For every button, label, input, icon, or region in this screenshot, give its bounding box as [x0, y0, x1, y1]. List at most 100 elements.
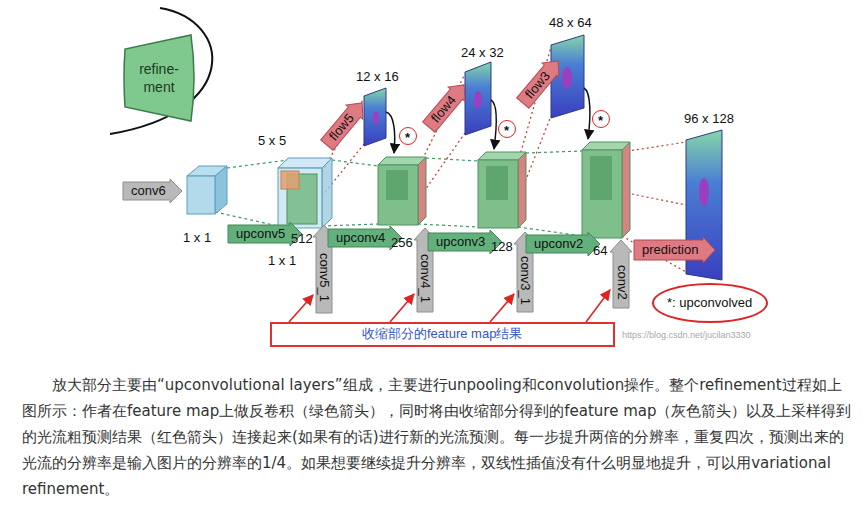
flow-image — [465, 62, 491, 135]
flow-blob — [373, 111, 379, 125]
legend-ellipse: *: upconvolved — [652, 283, 768, 323]
node-text: * — [504, 124, 509, 139]
arrow-body — [428, 230, 502, 254]
node-text: conv2 — [614, 265, 629, 300]
node-text: flow3 — [523, 69, 554, 102]
dashed-link — [418, 224, 478, 227]
cube-face — [582, 150, 622, 238]
arrow-body — [328, 226, 402, 250]
watermark: https://blog.csdn.net/jucilan3330 — [622, 330, 751, 340]
size-label: 1 x 1 — [183, 231, 211, 246]
arrow-body — [634, 237, 715, 263]
upconv-arrow: upconv2 — [526, 232, 600, 256]
cube-face — [187, 176, 215, 214]
node-text: refine- ment — [132, 61, 186, 96]
dashed-link — [526, 151, 582, 153]
arrow-body — [514, 54, 566, 110]
upconv-marker: * — [399, 127, 417, 145]
trapezoid-shape — [123, 33, 195, 123]
node-text: conv6 — [131, 184, 166, 199]
upconv-marker: * — [592, 110, 610, 128]
kernel-block — [386, 170, 408, 200]
node-text: * — [598, 114, 603, 129]
channel-label: 128 — [491, 240, 513, 255]
channel-label: 512 — [291, 232, 313, 247]
size-label: 48 x 64 — [549, 16, 592, 31]
arrow-body — [228, 222, 302, 246]
upconv-arrow: upconv4 — [328, 226, 402, 250]
node-text: * — [405, 131, 410, 146]
cube-face — [418, 157, 426, 225]
node-text: upconv3 — [436, 235, 485, 250]
size-label: 24 x 32 — [461, 46, 504, 61]
cube-face — [215, 166, 227, 214]
dashed-link — [215, 212, 278, 226]
prediction-arrow: prediction — [634, 237, 715, 263]
arrow-body — [420, 78, 472, 134]
enclosing-arc — [110, 8, 212, 134]
node-text: upconv4 — [336, 231, 385, 246]
upconv-arrow — [491, 100, 496, 149]
upconv-arrow: upconv5 — [228, 222, 302, 246]
kernel-block — [486, 166, 508, 200]
node-text: upconv2 — [534, 237, 583, 252]
refinement-block: refine- ment — [123, 33, 195, 123]
callout-arrow — [289, 295, 313, 322]
arrow-body — [123, 179, 182, 203]
body-paragraph: 放大部分主要由“upconvolutional layers”组成，主要进行un… — [22, 372, 852, 502]
node-text: conv3_1 — [517, 256, 532, 305]
feature-cube — [187, 166, 227, 214]
node-text: prediction — [642, 243, 698, 258]
callout-arrow — [586, 290, 610, 322]
flow-links — [322, 47, 686, 272]
dashed-link — [622, 192, 686, 205]
channel-label: 256 — [391, 236, 413, 251]
cube-face — [378, 165, 418, 225]
flow-blob — [474, 91, 482, 109]
arrow-body — [610, 240, 632, 308]
flow-blob — [699, 178, 709, 206]
skip-arrow: conv2 — [610, 240, 632, 308]
feature-cube — [582, 142, 630, 238]
feature-links — [215, 151, 582, 236]
dashed-link — [332, 160, 378, 166]
trapezoid-outline — [124, 35, 194, 121]
cube-face — [518, 152, 526, 228]
size-label: 1 x 1 — [268, 254, 296, 269]
node-text: flow5 — [327, 111, 358, 144]
flow-map — [364, 88, 386, 146]
flow-image — [364, 88, 386, 146]
size-label: 5 x 5 — [258, 134, 286, 149]
node-text: 收缩部分的feature map结果 — [362, 327, 522, 342]
dashed-link — [622, 142, 686, 152]
cube-face — [278, 168, 322, 228]
cube-face — [622, 142, 630, 238]
dashed-link — [322, 224, 378, 226]
arrow-body — [526, 232, 600, 256]
flow-arrow: flow5 — [318, 96, 370, 152]
dashed-link — [426, 158, 478, 161]
callout-box: 收缩部分的feature map结果 — [270, 322, 615, 347]
flow-blob — [562, 67, 572, 89]
feature-cube — [278, 158, 332, 228]
upconv-arrow — [584, 88, 590, 139]
flow-map — [465, 62, 491, 135]
node-text: *: upconvolved — [667, 296, 752, 311]
kernel-block — [281, 171, 299, 189]
node-text: flow4 — [429, 93, 460, 126]
callout-arrow — [490, 294, 514, 322]
flow-arrow: flow4 — [420, 78, 472, 134]
channel-label: 64 — [593, 244, 607, 259]
node-text: upconv5 — [236, 227, 285, 242]
cube-face — [322, 158, 332, 228]
feature-cube — [378, 157, 426, 225]
flow-arrow: flow3 — [514, 54, 566, 110]
cube-face — [478, 160, 518, 228]
upconv-arrow: upconv3 — [428, 230, 502, 254]
input-arrow: conv6 — [123, 179, 182, 203]
callout-arrow — [390, 294, 414, 322]
kernel-block — [590, 156, 612, 200]
feature-cube — [478, 152, 526, 228]
